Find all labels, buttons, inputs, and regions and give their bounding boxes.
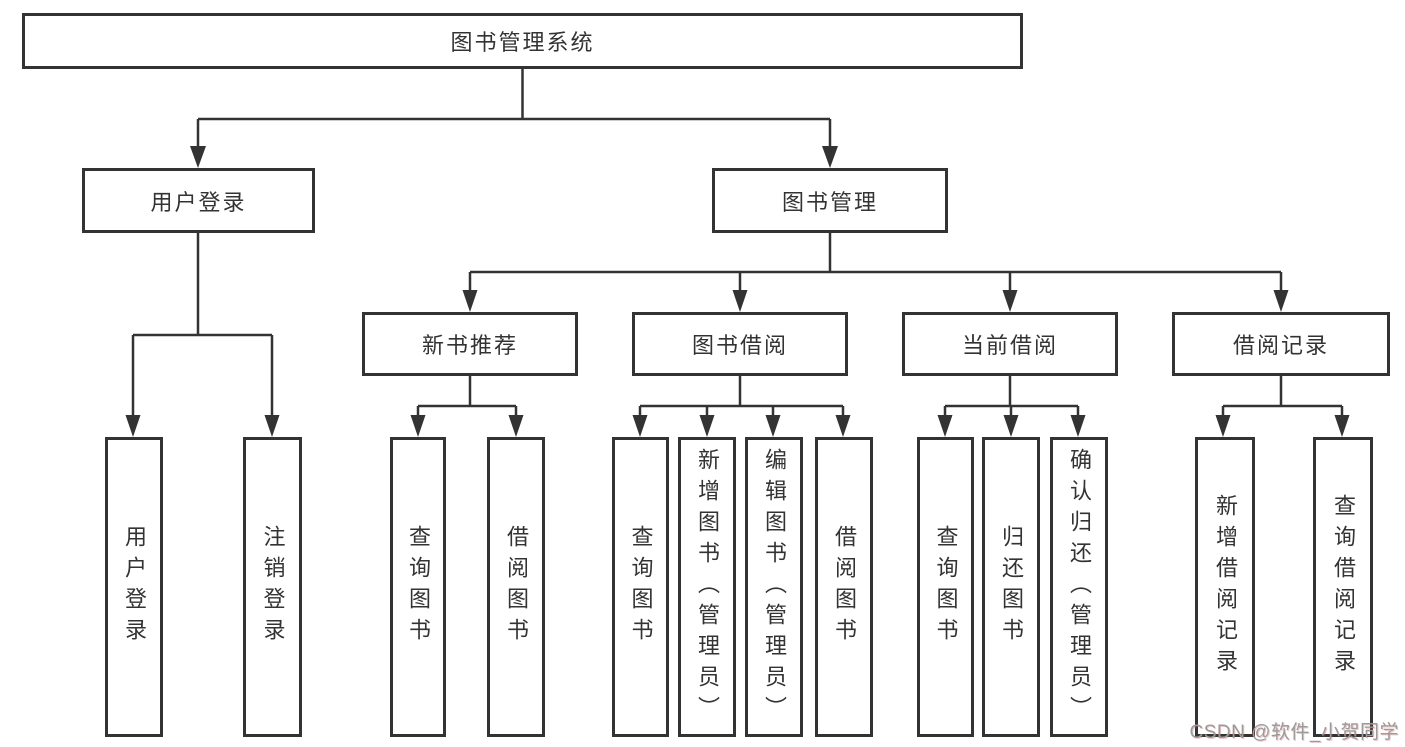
leaf-query-book-borrow: 查询图书: [612, 437, 669, 737]
node-book-borrow: 图书借阅: [632, 312, 848, 376]
node-current-borrow: 当前借阅: [902, 312, 1118, 376]
leaf-query-book-recommend: 查询图书: [390, 437, 446, 737]
watermark: CSDN @软件_小贺同学: [1189, 722, 1399, 743]
leaf-user-login: 用户登录: [105, 437, 163, 737]
leaf-edit-book-admin: 编辑图书（管理员）: [745, 437, 803, 737]
leaf-borrow-book-recommend: 借阅图书: [487, 437, 545, 737]
node-root: 图书管理系统: [22, 13, 1023, 69]
node-borrow-records: 借阅记录: [1172, 312, 1390, 376]
node-new-book-recommend: 新书推荐: [362, 312, 578, 376]
leaf-confirm-return-admin: 确认归还（管理员）: [1050, 437, 1108, 737]
leaf-return-book: 归还图书: [982, 437, 1040, 737]
node-book-management: 图书管理: [712, 168, 948, 233]
leaf-add-borrow-record: 新增借阅记录: [1195, 437, 1255, 737]
leaf-query-borrow-record: 查询借阅记录: [1313, 437, 1373, 737]
leaf-borrow-book: 借阅图书: [815, 437, 873, 737]
leaf-add-book-admin: 新增图书（管理员）: [678, 437, 736, 737]
node-user-login: 用户登录: [82, 168, 315, 233]
leaf-logout-login: 注销登录: [243, 437, 302, 737]
leaf-query-book-current: 查询图书: [917, 437, 974, 737]
